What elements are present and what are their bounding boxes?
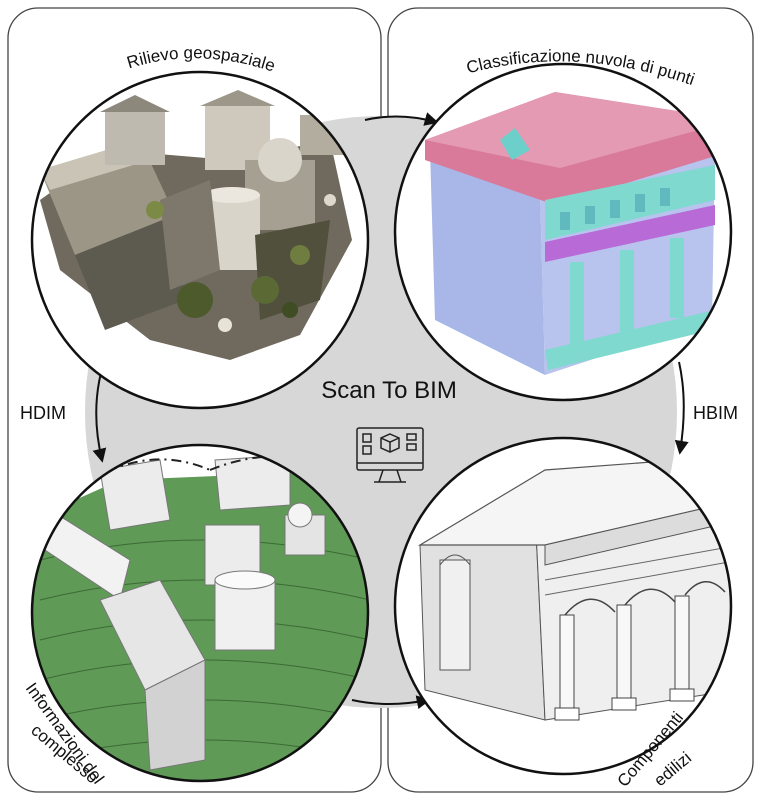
- arrow-bottom: [351, 695, 431, 710]
- green-terrain-complex-model: [30, 443, 370, 783]
- label-rilievo-geospaziale: Rilievo geospaziale: [125, 43, 278, 75]
- center-title: Scan To BIM: [321, 377, 457, 404]
- classified-point-cloud-building: [393, 62, 733, 402]
- point-cloud-village-survey: [30, 70, 370, 410]
- arrow-right: [674, 361, 689, 455]
- building-components-line-model: [393, 436, 733, 776]
- label-hdim: HDIM: [20, 403, 66, 423]
- arrow-top: [364, 112, 439, 126]
- computer-3d-model-icon: [356, 427, 424, 483]
- label-hbim: HBIM: [693, 403, 738, 423]
